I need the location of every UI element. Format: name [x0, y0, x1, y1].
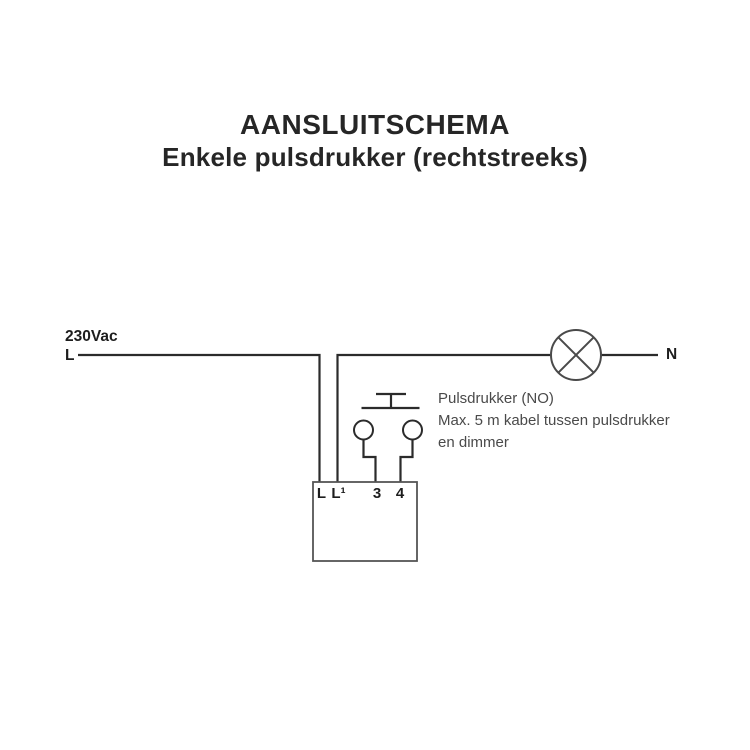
neutral-label: N: [666, 346, 677, 363]
page-title: AANSLUITSCHEMA: [240, 109, 510, 140]
page-subtitle: Enkele pulsdrukker (rechtstreeks): [162, 142, 588, 172]
annotation: Pulsdrukker (NO) Max. 5 m kabel tussen p…: [438, 390, 670, 451]
dimmer-box-outline: [312, 481, 418, 562]
pushbutton-lead-to-terminal-3: [362, 439, 377, 482]
annotation-line-3: en dimmer: [438, 434, 509, 451]
terminal-label-l: L: [317, 485, 326, 502]
pushbutton-terminal-right: [402, 419, 423, 441]
terminal-label-3: 3: [373, 485, 381, 502]
voltage-label: 230Vac: [65, 328, 118, 345]
switched-wire-from-dimmer: [336, 353, 551, 482]
lamp-cross-line-2: [557, 336, 595, 374]
live-wire-to-dimmer: [78, 353, 321, 482]
terminal-label-4: 4: [396, 485, 405, 502]
terminal-label-l1: L¹: [331, 485, 345, 502]
pushbutton-lead-to-terminal-4: [399, 439, 414, 482]
pushbutton-terminal-left: [353, 419, 374, 441]
lamp-icon: [550, 329, 602, 381]
dimmer-box: L L¹ 3 4: [312, 481, 418, 562]
diagram-header: AANSLUITSCHEMA Enkele pulsdrukker (recht…: [0, 109, 750, 173]
line-label: L: [65, 347, 74, 364]
annotation-line-2: Max. 5 m kabel tussen pulsdrukker: [438, 412, 670, 429]
annotation-line-1: Pulsdrukker (NO): [438, 390, 554, 407]
pushbutton-icon: [353, 392, 423, 482]
lamp-circle: [550, 329, 602, 381]
